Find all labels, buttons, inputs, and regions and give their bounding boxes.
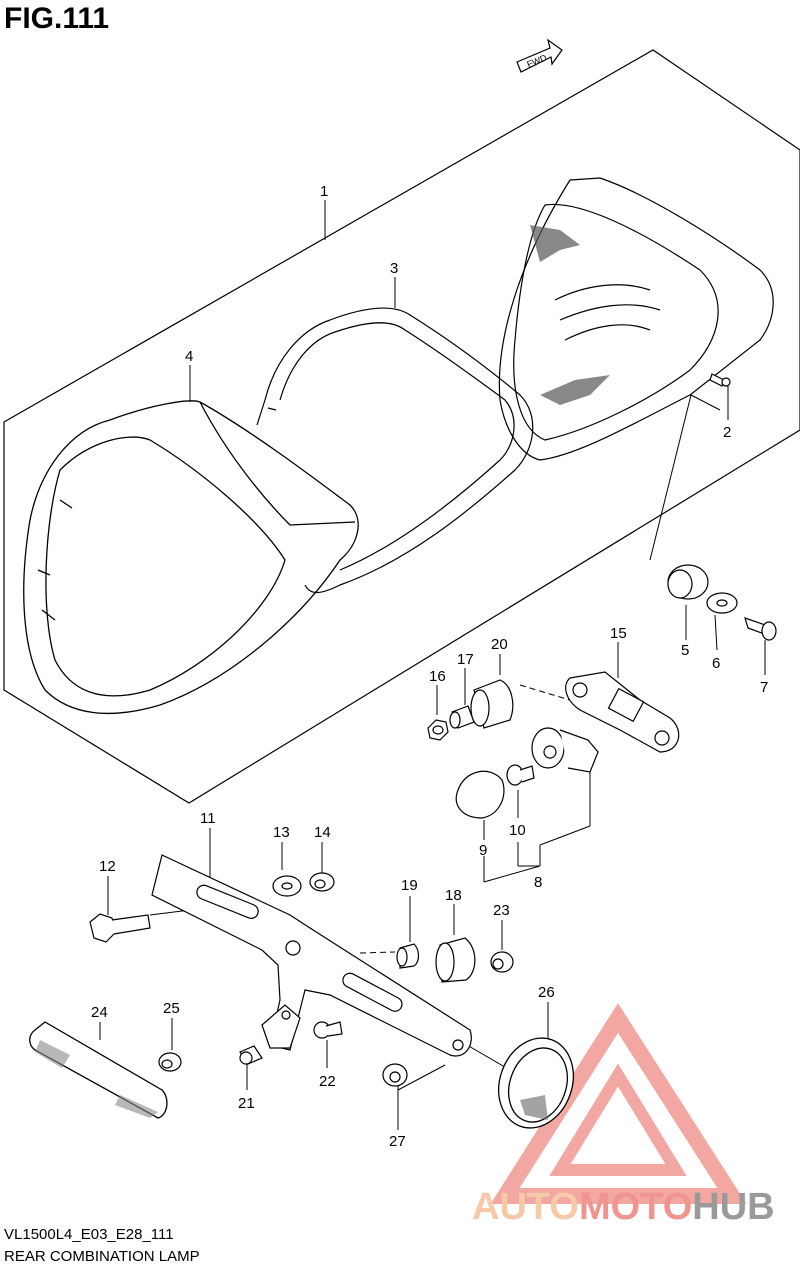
part-19-collar — [396, 943, 420, 969]
part-14-nut — [309, 872, 335, 892]
watermark-part2: MOTO — [578, 1186, 693, 1228]
callout-19: 19 — [401, 877, 418, 894]
part-2-screw — [709, 373, 731, 387]
callout-27: 27 — [389, 1133, 406, 1150]
callout-4: 4 — [185, 348, 193, 365]
part-7-screw — [744, 617, 777, 641]
callout-22: 22 — [319, 1073, 336, 1090]
callout-5: 5 — [681, 642, 689, 659]
part-27-grommet — [382, 1063, 408, 1087]
part-9-lens — [455, 770, 505, 819]
callout-24: 24 — [91, 1004, 108, 1021]
callout-26: 26 — [538, 984, 555, 1001]
callout-12: 12 — [99, 858, 116, 875]
part-6-washer — [706, 592, 738, 614]
part-23-nut — [490, 951, 514, 973]
part-13-washer — [272, 875, 302, 897]
callout-2: 2 — [723, 424, 731, 441]
callout-18: 18 — [445, 887, 462, 904]
part-18-grommet — [435, 937, 476, 983]
part-1-lamp-housing — [498, 177, 774, 461]
callout-7: 7 — [760, 679, 768, 696]
part-11-license-bracket — [151, 854, 472, 1057]
callout-13: 13 — [273, 824, 290, 841]
callout-25: 25 — [163, 1000, 180, 1017]
callout-1: 1 — [320, 183, 328, 200]
callout-3: 3 — [390, 260, 398, 277]
callout-21: 21 — [238, 1095, 255, 1112]
part-name: REAR COMBINATION LAMP — [4, 1248, 200, 1265]
callout-9: 9 — [479, 842, 487, 859]
part-17-collar — [449, 705, 475, 729]
part-21-nut — [239, 1045, 263, 1065]
callout-14: 14 — [314, 824, 331, 841]
part-15-bracket-plate — [565, 671, 680, 753]
callout-23: 23 — [493, 902, 510, 919]
watermark-text: AUTOMOTOHUB — [472, 1186, 775, 1229]
part-8-socket — [531, 727, 599, 773]
fwd-arrow-icon: FWD — [516, 38, 563, 73]
part-22-screw — [313, 1021, 343, 1039]
callout-17: 17 — [457, 651, 474, 668]
callout-11: 11 — [200, 810, 216, 827]
part-12-bolt — [89, 913, 151, 943]
callout-labels: 1 3 4 2 5 6 7 15 20 17 16 10 9 8 11 13 1… — [91, 183, 768, 1150]
part-10-bulb — [506, 764, 535, 786]
part-25-nut — [158, 1052, 182, 1072]
callout-10: 10 — [509, 822, 526, 839]
svg-text:FWD: FWD — [525, 52, 548, 69]
callout-6: 6 — [712, 655, 720, 672]
model-code: VL1500L4_E03_E28_111 — [4, 1226, 174, 1243]
part-20-grommet — [470, 679, 514, 729]
leader-lines — [99, 200, 766, 1130]
part-16-nut — [427, 719, 449, 741]
watermark-part3: HUB — [692, 1186, 775, 1228]
part-4-lamp-cover — [23, 400, 359, 714]
figure-title: FIG.111 — [4, 2, 110, 35]
assembly-boundary — [3, 49, 800, 804]
part-5-grommet — [667, 564, 709, 600]
part-26-reflector — [498, 1037, 574, 1129]
part-24-side-reflector — [29, 1021, 168, 1119]
callout-15: 15 — [610, 625, 627, 642]
callout-8: 8 — [534, 874, 542, 891]
part-3-gasket — [256, 307, 534, 594]
watermark-part1: AUTO — [472, 1186, 579, 1228]
callout-20: 20 — [491, 636, 508, 653]
callout-16: 16 — [429, 668, 446, 685]
